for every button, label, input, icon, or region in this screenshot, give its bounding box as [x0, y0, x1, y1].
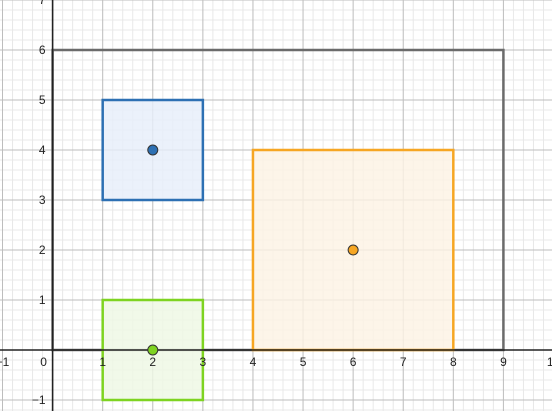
y-tick-label: 7 [39, 0, 46, 7]
x-tick-label: 9 [500, 355, 507, 369]
blue-point[interactable] [147, 144, 159, 156]
x-tick-label: 10 [547, 355, 552, 369]
y-tick-label: 4 [39, 143, 46, 157]
points [147, 144, 359, 356]
y-tick-label: 1 [39, 293, 46, 307]
y-tick-label: 2 [39, 243, 46, 257]
x-tick-label: 5 [300, 355, 307, 369]
y-tick-label: 3 [39, 193, 46, 207]
x-tick-label: 6 [350, 355, 357, 369]
x-tick-label: 7 [400, 355, 407, 369]
rectangles [51, 48, 505, 402]
x-tick-label: 0 [40, 355, 47, 369]
y-tick-label: 6 [39, 43, 46, 57]
x-tick-label: 2 [149, 355, 156, 369]
y-tick-label: 5 [39, 93, 46, 107]
y-tick-label: −1 [32, 393, 46, 407]
x-tick-label: 4 [250, 355, 257, 369]
green-point[interactable] [147, 344, 159, 356]
x-tick-label: 8 [450, 355, 457, 369]
x-tick-label: −1 [0, 355, 10, 369]
orange-point[interactable] [347, 244, 359, 256]
x-tick-label: 3 [200, 355, 207, 369]
x-tick-label: 1 [99, 355, 106, 369]
